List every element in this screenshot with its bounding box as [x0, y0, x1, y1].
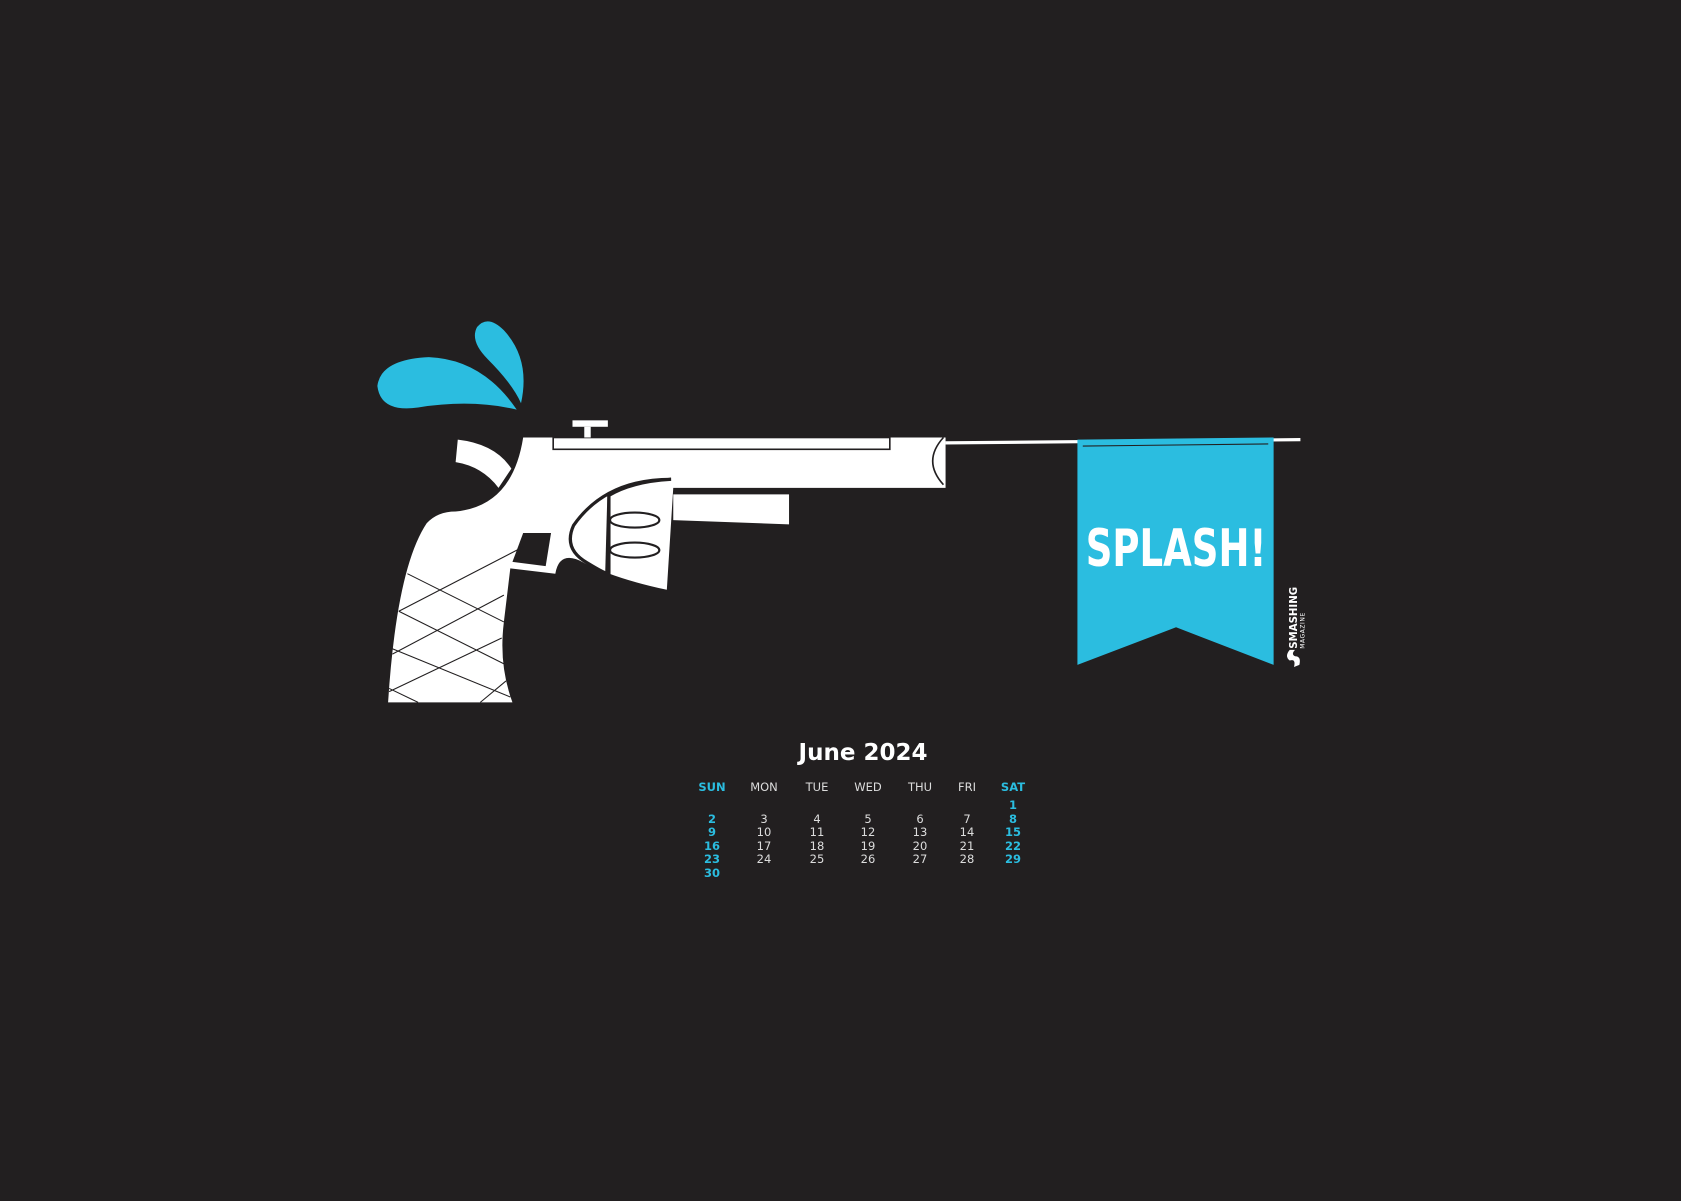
calendar-date: 12 [860, 825, 876, 839]
calendar-date: 9 [707, 825, 716, 839]
weekday-header: SUN [698, 780, 726, 794]
calendar-date: 18 [809, 838, 825, 853]
calendar-date [838, 799, 898, 813]
calendar-date: 30 [703, 865, 720, 880]
smashing-magazine-logo: SMASHING MAGAZINE [1289, 587, 1307, 649]
calendar-date: 13 [912, 825, 928, 839]
calendar-date: 2 [707, 811, 716, 826]
calendar-date: 29 [1004, 852, 1021, 866]
calendar-date [734, 799, 794, 813]
calendar-date: 24 [756, 852, 772, 866]
calendar-date: 21 [959, 838, 975, 853]
splash-banner: SPLASH! [1077, 437, 1274, 665]
pistol-body [388, 437, 946, 703]
weekday-header: SAT [1000, 780, 1026, 794]
calendar-date: 22 [1004, 838, 1021, 853]
weekday-header: MON [750, 780, 778, 794]
weekday-header: THU [907, 780, 933, 794]
bullet-icon [608, 511, 661, 529]
calendar-date: 11 [809, 825, 825, 839]
front-sight [572, 420, 608, 427]
calendar-column-thu: THU 6 13 20 27 [890, 780, 950, 867]
calendar-date: 19 [860, 838, 876, 853]
banner-text: SPLASH! [1086, 518, 1267, 579]
logo-s-mark [1287, 649, 1300, 667]
calendar-column-tue: TUE 4 11 18 25 [787, 780, 847, 867]
calendar-date: 23 [703, 852, 720, 866]
calendar-date: 3 [760, 811, 768, 826]
calendar-date: 1 [1008, 798, 1017, 812]
sight-stem [584, 426, 591, 438]
calendar-date: 28 [959, 852, 975, 866]
cylinder-outline [568, 477, 672, 576]
calendar-date: 5 [864, 811, 872, 826]
calendar-date: 27 [912, 852, 928, 866]
weekday-header: WED [854, 780, 882, 794]
calendar-column-mon: MON 3 10 17 24 [734, 780, 794, 867]
trigger-guard-opening [512, 532, 552, 567]
calendar-column-fri: FRI 7 14 21 28 [937, 780, 997, 867]
bullet-icon [608, 541, 661, 559]
cylinder-edge [605, 495, 611, 574]
ejector-rod [673, 494, 790, 525]
calendar-date: 6 [916, 811, 924, 826]
water-drops [377, 321, 524, 410]
weekday-header: TUE [805, 780, 829, 794]
calendar-date: 8 [1008, 811, 1017, 826]
water-drop-large [377, 357, 517, 410]
calendar-date: 17 [756, 838, 772, 853]
weekday-header: FRI [958, 780, 976, 794]
calendar-date: 4 [813, 811, 821, 826]
calendar-date: 10 [756, 825, 772, 839]
pistol-hammer [455, 439, 512, 488]
muzzle-curve [931, 436, 945, 486]
pistol [388, 420, 946, 703]
calendar-date: 14 [959, 825, 975, 839]
calendar-date: 15 [1004, 825, 1021, 839]
barrel-top-rib [552, 436, 891, 451]
water-drop-small [474, 321, 524, 404]
logo-line1: SMASHING [1289, 587, 1300, 649]
grip-crosshatch [388, 546, 524, 703]
calendar-date: 20 [912, 838, 928, 853]
calendar-date: 25 [809, 852, 825, 866]
logo-line2: MAGAZINE [1301, 612, 1307, 649]
calendar-date: 16 [703, 838, 720, 853]
calendar-column-wed: WED 5 12 19 26 [838, 780, 898, 867]
calendar-column-sun: SUN 2 9 16 23 30 [682, 780, 742, 880]
calendar-title: June 2024 [798, 740, 928, 766]
calendar-column-sat: SAT 1 8 15 22 29 [983, 780, 1043, 867]
calendar-date [682, 799, 742, 813]
calendar-date: 26 [860, 852, 876, 866]
calendar-date: 7 [963, 811, 971, 826]
